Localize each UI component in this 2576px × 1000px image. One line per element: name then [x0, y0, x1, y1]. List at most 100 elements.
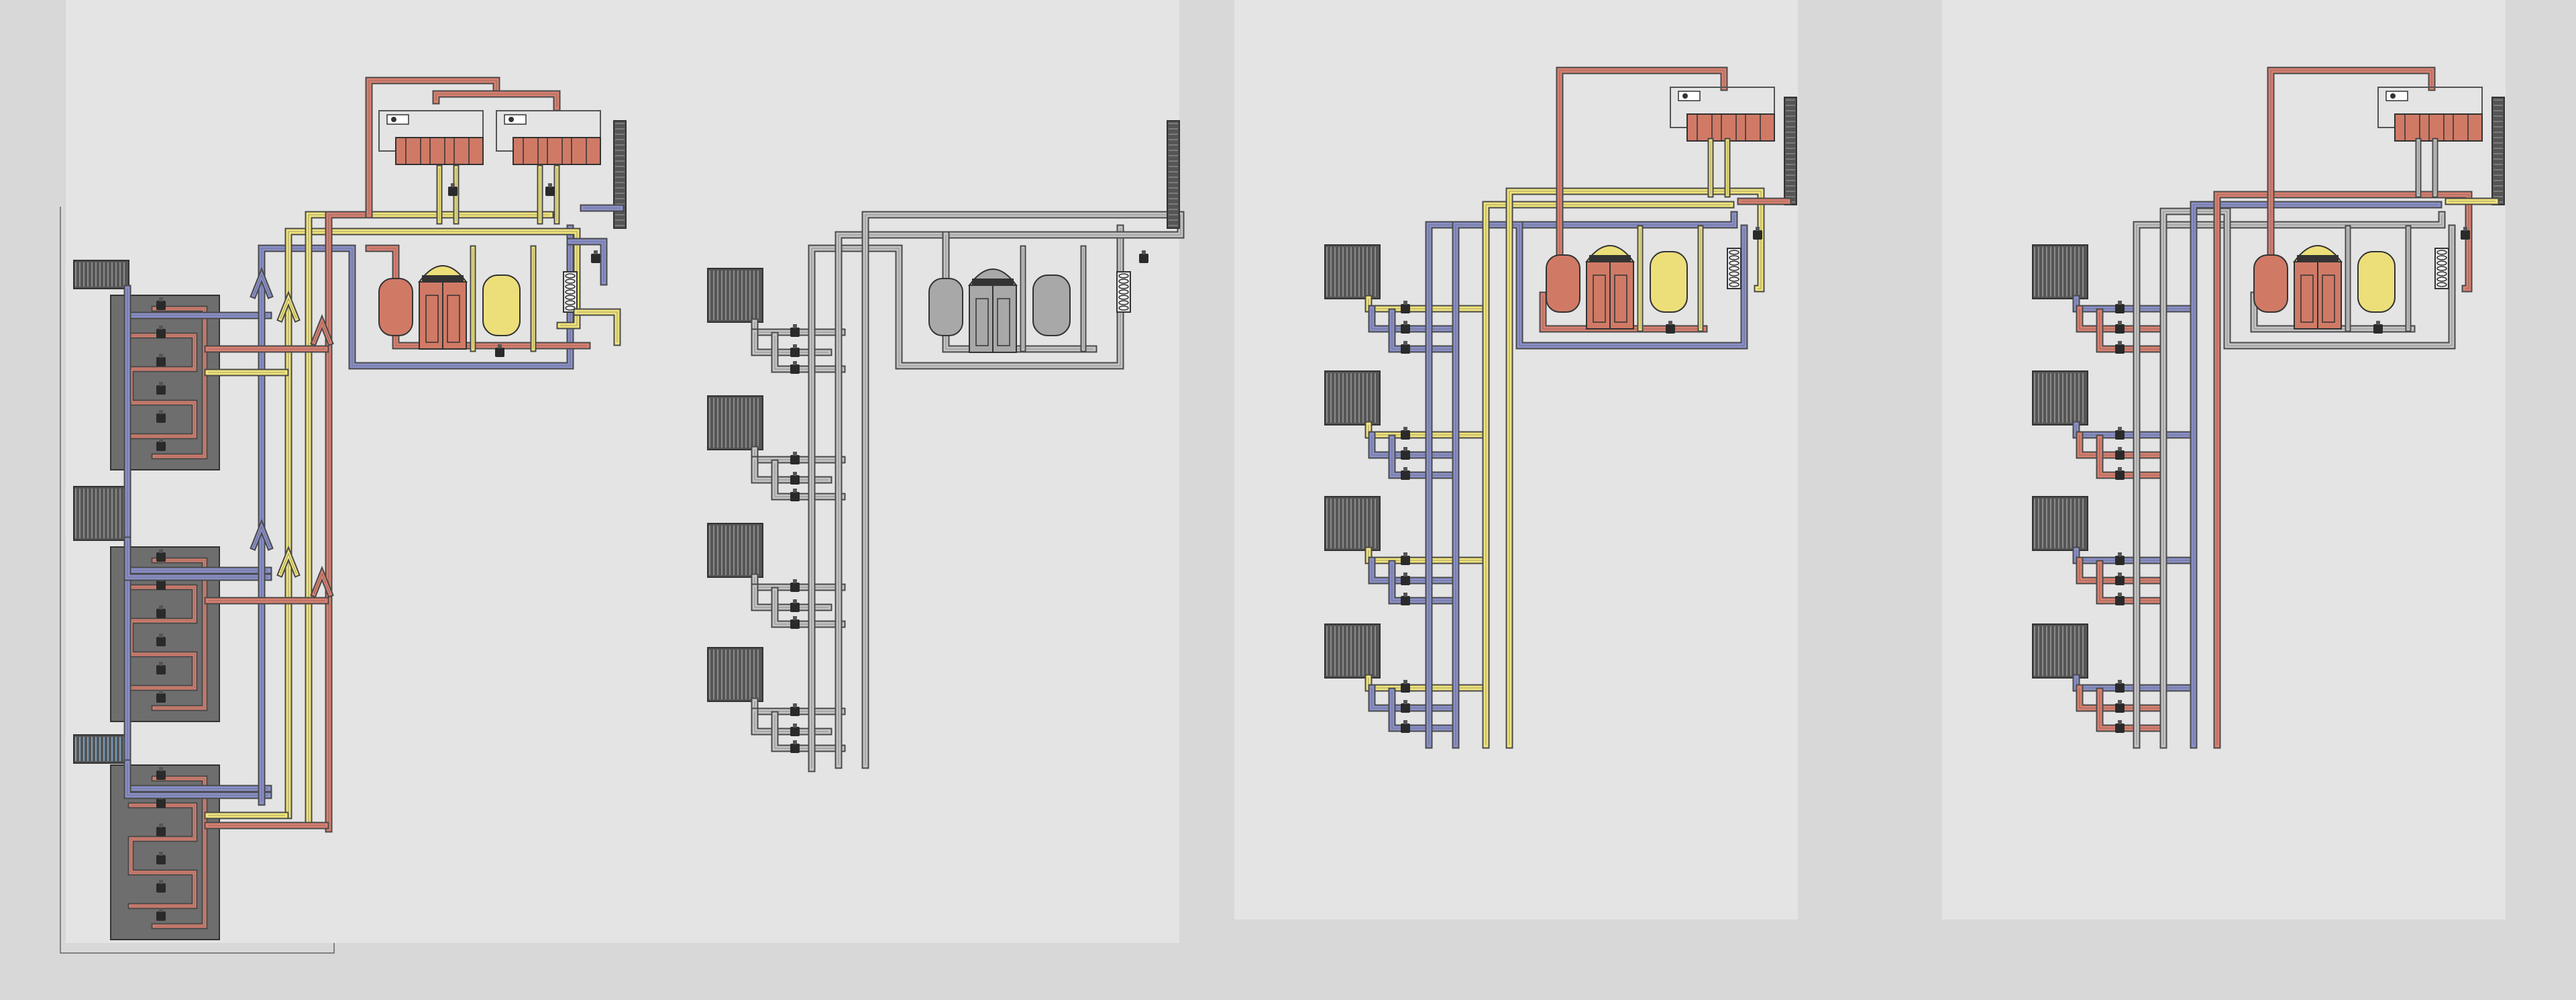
- valve-icon: [2115, 680, 2125, 693]
- pipe-segment: [276, 290, 301, 323]
- valve-icon: [2115, 321, 2125, 334]
- valve-icon: [790, 616, 800, 629]
- pipe-segment: [1505, 187, 1765, 749]
- valve-stem: [2118, 700, 2122, 704]
- valve-stem: [1403, 700, 1407, 704]
- heat-exchanger-coil: [565, 305, 576, 311]
- pipe-core: [2193, 204, 2438, 745]
- pipe-segment: [771, 587, 846, 628]
- valve-icon: [495, 344, 504, 357]
- pipe-core: [838, 215, 1181, 765]
- valve-stem: [1403, 427, 1407, 431]
- heat-exchanger-shell: [2434, 248, 2449, 289]
- pipe-segment: [432, 90, 561, 111]
- valve-body: [156, 385, 166, 395]
- y-junction-icon: [250, 518, 274, 551]
- valve-stem: [2463, 227, 2467, 231]
- valve-body: [2115, 344, 2125, 354]
- valve-icon: [156, 410, 166, 423]
- valve-body: [1753, 230, 1762, 240]
- generator-icon: [2377, 87, 2483, 142]
- pipe-core: [774, 463, 842, 497]
- valve-body: [156, 911, 166, 921]
- pipe-core: [577, 311, 618, 342]
- valve-stem: [2118, 321, 2122, 325]
- radiator-icon: [707, 647, 763, 702]
- valve-body: [1401, 470, 1410, 480]
- valve-stem: [159, 690, 163, 694]
- pipe-segment: [751, 456, 833, 484]
- pipe-core: [1428, 215, 1735, 745]
- generator-cell: [571, 137, 587, 165]
- buffer-tank-body: [1032, 274, 1071, 336]
- valve-icon: [1401, 720, 1410, 733]
- valve-stem: [1668, 321, 1672, 325]
- valve-icon: [1401, 427, 1410, 440]
- separator-tank-body: [928, 278, 963, 336]
- pipe-segment: [2190, 201, 2443, 749]
- heat-exchanger-coil: [1729, 271, 1739, 277]
- valve-body: [156, 413, 166, 423]
- heat-exchanger-coil: [1118, 289, 1129, 295]
- heat-exchanger-coil: [1729, 250, 1739, 255]
- reactor-collar: [422, 275, 464, 282]
- separator-tank-body: [2253, 254, 2288, 313]
- generator-cell: [2453, 113, 2469, 142]
- valve-icon: [591, 250, 600, 263]
- panel-background: [1234, 0, 1798, 919]
- valve-stem: [159, 410, 163, 414]
- valve-stem: [159, 438, 163, 442]
- valve-stem: [1403, 593, 1407, 597]
- heat-exchanger-icon: [563, 271, 578, 313]
- pipe-segment: [2159, 207, 2456, 749]
- pipe-segment: [127, 802, 198, 909]
- heat-exchanger-coil: [1729, 282, 1739, 287]
- valve-icon: [156, 823, 166, 836]
- valve-icon: [2115, 552, 2125, 565]
- generator-block: [513, 137, 601, 165]
- valve-icon: [448, 183, 458, 196]
- pipe-core: [313, 321, 331, 343]
- generator-label-plate: [2385, 91, 2408, 101]
- reactor-rod: [2322, 274, 2335, 323]
- heat-exchanger-shell: [1727, 248, 1741, 289]
- valve-icon: [156, 852, 166, 864]
- valve-icon: [156, 382, 166, 395]
- valve-icon: [1139, 250, 1148, 263]
- buffer-tank: [482, 274, 521, 336]
- valve-stem: [1403, 341, 1407, 345]
- generator-cell: [1745, 113, 1761, 142]
- heat-exchanger-coil: [1729, 255, 1739, 260]
- heat-exchanger-coil: [1118, 273, 1129, 279]
- valve-stem: [793, 599, 797, 603]
- generator-icon: [496, 110, 601, 165]
- heat-exchanger-coil: [2436, 277, 2447, 282]
- separator-tank-body: [1546, 254, 1580, 313]
- valve-body: [156, 442, 166, 451]
- pipe-segment: [2267, 66, 2436, 259]
- reactor-rod: [975, 298, 989, 346]
- valve-stem: [793, 452, 797, 456]
- valve-icon: [156, 326, 166, 338]
- valve-icon: [2115, 593, 2125, 605]
- generator-icon: [378, 110, 484, 165]
- reactor-rod: [447, 295, 460, 343]
- pipe-segment: [1425, 211, 1738, 749]
- valve-stem: [2118, 447, 2122, 451]
- valve-icon: [1401, 321, 1410, 334]
- pipe-segment: [2250, 291, 2416, 333]
- valve-icon: [156, 297, 166, 310]
- valve-icon: [1401, 447, 1410, 460]
- panel-1: [60, 77, 627, 954]
- valve-icon: [1401, 700, 1410, 713]
- y-junction-icon: [310, 313, 334, 346]
- valve-stem: [793, 472, 797, 476]
- radiator-icon: [1324, 370, 1381, 426]
- radiator-icon: [2032, 370, 2088, 426]
- valve-stem: [793, 324, 797, 328]
- pipe-segment: [808, 224, 1124, 772]
- valve-body: [1401, 324, 1410, 334]
- heat-exchanger-coil: [1118, 279, 1129, 284]
- valve-stem: [159, 662, 163, 666]
- valve-stem: [159, 605, 163, 609]
